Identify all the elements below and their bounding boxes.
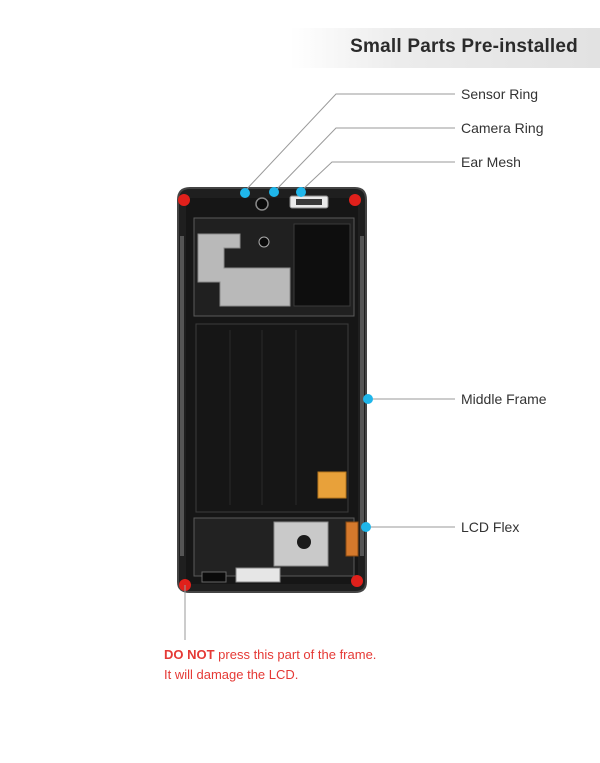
leader-lines: [243, 93, 455, 528]
warning-note: DO NOT press this part of the frame. It …: [164, 645, 376, 685]
header-band: [290, 28, 600, 68]
sensor-ring-label: Sensor Ring: [461, 86, 539, 102]
red-corner-markers: [178, 194, 363, 591]
warning-emphasis: DO NOT: [164, 647, 215, 662]
lcd-flex-label: LCD Flex: [461, 519, 520, 535]
camera-ring-marker: [269, 187, 279, 197]
lcd-flex-marker: [361, 522, 371, 532]
camera-ring-label: Camera Ring: [461, 120, 544, 136]
middle-frame-marker: [363, 394, 373, 404]
sensor-ring-marker: [240, 188, 250, 198]
warning-line-1: DO NOT press this part of the frame.: [164, 645, 376, 665]
warning-line-2: It will damage the LCD.: [164, 667, 299, 682]
page-title: Small Parts Pre-installed: [350, 36, 578, 57]
sensor-ring-leader: [243, 93, 455, 193]
corner-marker-bottom-right: [351, 575, 363, 587]
ear-mesh-label: Ear Mesh: [461, 154, 521, 170]
blue-markers: [240, 187, 373, 532]
corner-marker-top-left: [178, 194, 190, 206]
ear-mesh-marker: [296, 187, 306, 197]
ear-mesh-leader: [299, 161, 455, 193]
corner-marker-top-right: [349, 194, 361, 206]
warning-line-1-rest: press this part of the frame.: [214, 647, 377, 662]
middle-frame-label: Middle Frame: [461, 391, 547, 407]
phone-frame: [177, 187, 367, 593]
camera-ring-leader: [273, 127, 455, 193]
